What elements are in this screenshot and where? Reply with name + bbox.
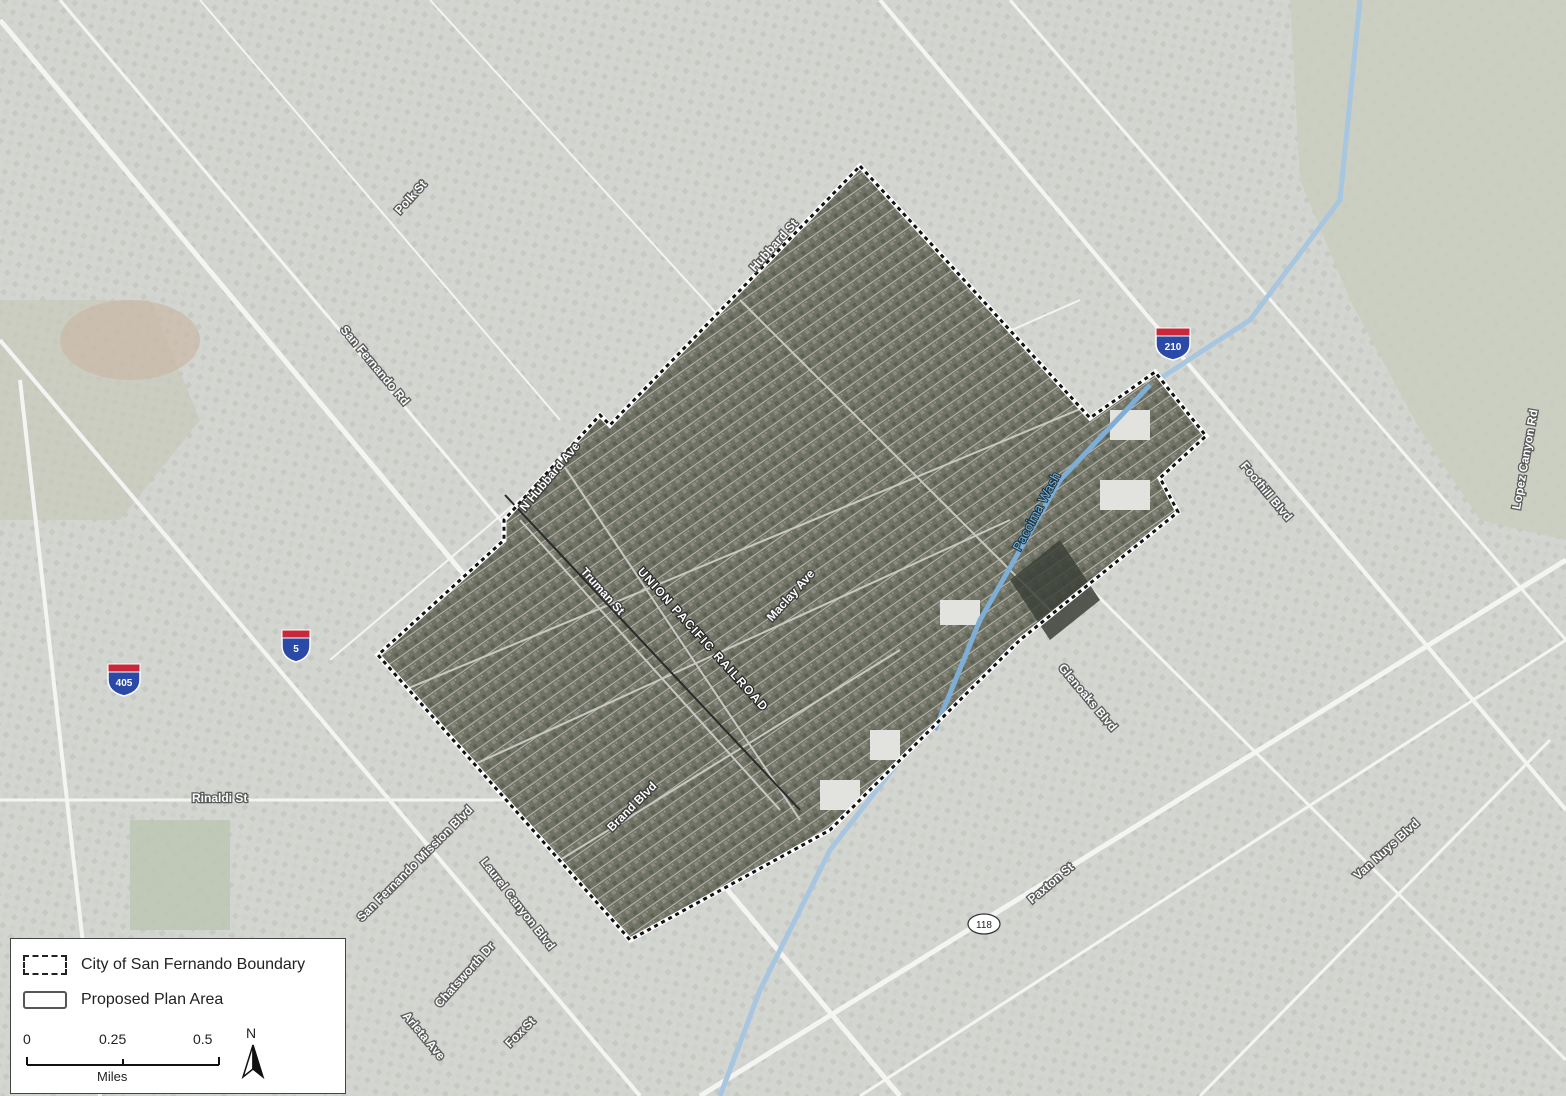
city-aerial-imagery [378, 166, 1206, 940]
svg-text:405: 405 [116, 678, 133, 689]
legend-row-boundary: City of San Fernando Boundary [23, 955, 305, 975]
hills-northeast [1290, 0, 1566, 540]
scale-label-025: 0.25 [99, 1031, 127, 1047]
scale-bar-line [26, 1057, 220, 1066]
scale-label-0: 0 [23, 1031, 31, 1047]
pacoima-wash-in-city [932, 383, 1152, 731]
map-legend: City of San Fernando Boundary Proposed P… [10, 938, 346, 1094]
dark-industrial-lot [1010, 540, 1100, 640]
interstate-210-shield: 210 [1155, 327, 1191, 361]
scale-unit-label: Miles [97, 1069, 128, 1084]
industrial-buildings [820, 410, 1150, 810]
legend-boundary-label: City of San Fernando Boundary [81, 956, 306, 973]
boundary-swatch [23, 955, 67, 975]
railroad-line [504, 494, 801, 811]
north-label: N [246, 1025, 257, 1041]
legend-plan-area-label: Proposed Plan Area [81, 991, 224, 1008]
svg-text:118: 118 [976, 920, 992, 931]
interstate-405-shield: 405 [107, 663, 141, 697]
interstate-5-shield: 5 [281, 629, 311, 663]
city-streets [379, 299, 1151, 861]
scale-bar: 0 0.25 0.5 Miles N [23, 1025, 325, 1091]
orchard-south-west [130, 820, 230, 930]
legend-row-plan-area: Proposed Plan Area [23, 991, 223, 1009]
svg-text:210: 210 [1165, 342, 1182, 353]
state-route-118-shield: 118 [967, 913, 1001, 935]
city-boundary-dashes [375, 163, 1209, 942]
svg-text:5: 5 [293, 644, 299, 655]
scale-label-05: 0.5 [193, 1031, 213, 1047]
north-arrow-icon [241, 1044, 265, 1079]
label-rinaldi-st: Rinaldi St [192, 791, 247, 805]
dirt-area-west [60, 300, 200, 380]
plan-area-swatch [23, 991, 67, 1009]
